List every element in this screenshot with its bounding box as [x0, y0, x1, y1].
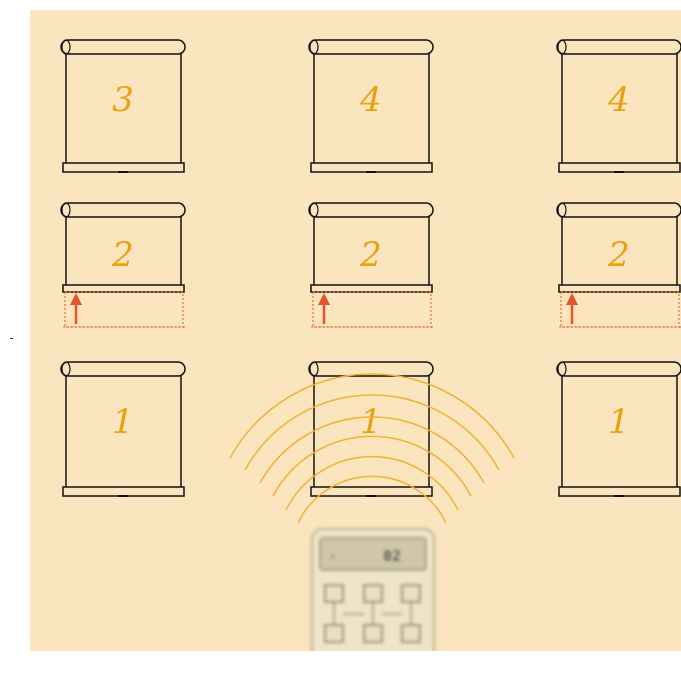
margin-tick	[10, 338, 13, 339]
blind-bottom-3: 1	[556, 361, 681, 497]
remote-button-icon[interactable]	[401, 584, 421, 603]
blind-bottom-2: 1	[308, 361, 434, 497]
blind-middle-2: 2	[308, 202, 434, 328]
travel-guide	[560, 291, 680, 328]
remote-display-channel: 02	[383, 547, 401, 565]
remote-control[interactable]: ▸ 02	[311, 528, 435, 660]
remote-display-mark: ▸	[331, 552, 336, 561]
blind-number: 2	[607, 235, 630, 275]
blind-number: 3	[112, 80, 134, 120]
blind-bottom-1: 1	[60, 361, 186, 497]
blind-top-2: 4	[308, 39, 434, 173]
remote-button-icon[interactable]	[324, 624, 344, 643]
up-arrow-icon	[70, 293, 82, 324]
blind-top-1: 3	[60, 39, 186, 173]
blind-number: 4	[359, 80, 382, 120]
remote-button-icon[interactable]	[363, 624, 383, 643]
blind-number: 2	[111, 235, 134, 275]
travel-guide	[64, 291, 184, 328]
blind-number: 2	[359, 235, 382, 275]
blind-number: 1	[360, 402, 382, 442]
blind-top-3: 4	[556, 39, 681, 173]
travel-guide	[312, 291, 432, 328]
blind-number: 1	[112, 402, 134, 442]
remote-display	[319, 537, 427, 571]
signal-waves-icon	[229, 373, 515, 524]
blind-number: 1	[608, 402, 630, 442]
blind-number: 4	[607, 80, 630, 120]
blind-middle-1: 2	[60, 202, 186, 328]
up-arrow-icon	[318, 293, 330, 324]
remote-button-icon[interactable]	[363, 584, 383, 603]
remote-button-icon[interactable]	[324, 584, 344, 603]
remote-button-icon[interactable]	[401, 624, 421, 643]
up-arrow-icon	[566, 293, 578, 324]
blind-middle-3: 2	[556, 202, 681, 328]
